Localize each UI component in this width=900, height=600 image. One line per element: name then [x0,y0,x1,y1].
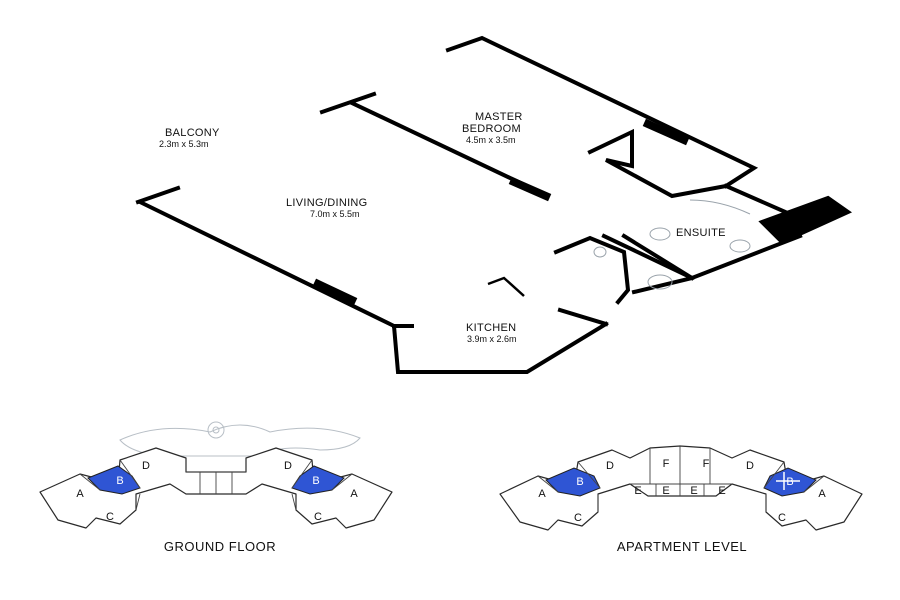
apartment-unit-label-e-3: E [690,485,697,497]
apartment-unit-label-c-right: C [778,512,786,524]
apartment-unit-label-f-right: F [703,458,710,470]
balcony-label: BALCONY [165,127,220,139]
ensuite-lower-wall [631,275,695,295]
ground-unit-label-d-left: D [142,460,150,472]
ensuite-label: ENSUITE [676,227,726,239]
balcony-end-stub [135,185,181,205]
ground-partitions [79,459,353,511]
apartment-unit-b-right [763,467,817,497]
ensuite-inner-wall [621,233,695,281]
apartment-unit-label-c-left: C [574,512,582,524]
apartment-unit-label-e-2: E [662,485,669,497]
ground-unit-label-a-left: A [76,488,84,500]
apartment-unit-label-d-left: D [606,460,614,472]
apartment-level-key-plan: A B C D F F D B A C E E E E APARTMENT LE… [499,445,863,554]
ground-unit-label-b-right: B [312,475,319,487]
apartment-unit-label-f-left: F [663,458,670,470]
apartment-unit-label-b-left: B [576,476,583,488]
bath-partition [553,235,631,305]
apartment-unit-label-a-right: A [818,488,826,500]
ground-unit-label-c-right: C [314,511,322,523]
ground-unit-label-b-left: B [116,475,123,487]
ground-floor-caption: GROUND FLOOR [164,539,276,554]
kitchen-label: KITCHEN [466,322,516,334]
master-bedroom-label-1: MASTER [475,111,523,123]
kitchen-right-wall [557,307,609,327]
kitchen-counter-stub [487,276,525,297]
ground-unit-label-c-left: C [106,511,114,523]
bedroom-outer-column [642,118,690,146]
ground-floor-key-plan: A B C D D B A C GROUND FLOOR [39,421,393,554]
master-bedroom-label-2: BEDROOM [462,123,521,135]
ground-unit-label-a-right: A [350,488,358,500]
apartment-plan: BALCONY 2.3m x 5.3m MASTER BEDROOM 4.5m … [135,35,853,374]
ground-unit-label-d-right: D [284,460,292,472]
apartment-partitions [537,446,825,512]
living-wall-column [312,278,358,306]
ensuite-column [758,195,853,245]
kitchen-dims: 3.9m x 2.6m [467,334,517,344]
wardrobe-wall [587,128,729,199]
living-dining-label: LIVING/DINING [286,197,368,209]
living-dining-dims: 7.0m x 5.5m [310,209,360,219]
apartment-unit-label-a-left: A [538,488,546,500]
apartment-unit-label-b-right: B [786,476,793,488]
master-bedroom-outer-wall [445,35,759,189]
living-dining-outer-wall [137,199,609,374]
apartment-unit-label-e-1: E [634,485,641,497]
master-bedroom-dims: 4.5m x 3.5m [466,135,516,145]
apartment-unit-label-e-4: E [718,485,725,497]
apartment-level-caption: APARTMENT LEVEL [617,539,747,554]
bedroom-living-partition [319,91,377,115]
balcony-dims: 2.3m x 5.3m [159,139,209,149]
ground-unit-b-right [291,465,345,495]
apartment-unit-label-d-right: D [746,460,754,472]
ensuite-fixtures [593,199,751,290]
bedroom-wall-column [508,176,552,202]
